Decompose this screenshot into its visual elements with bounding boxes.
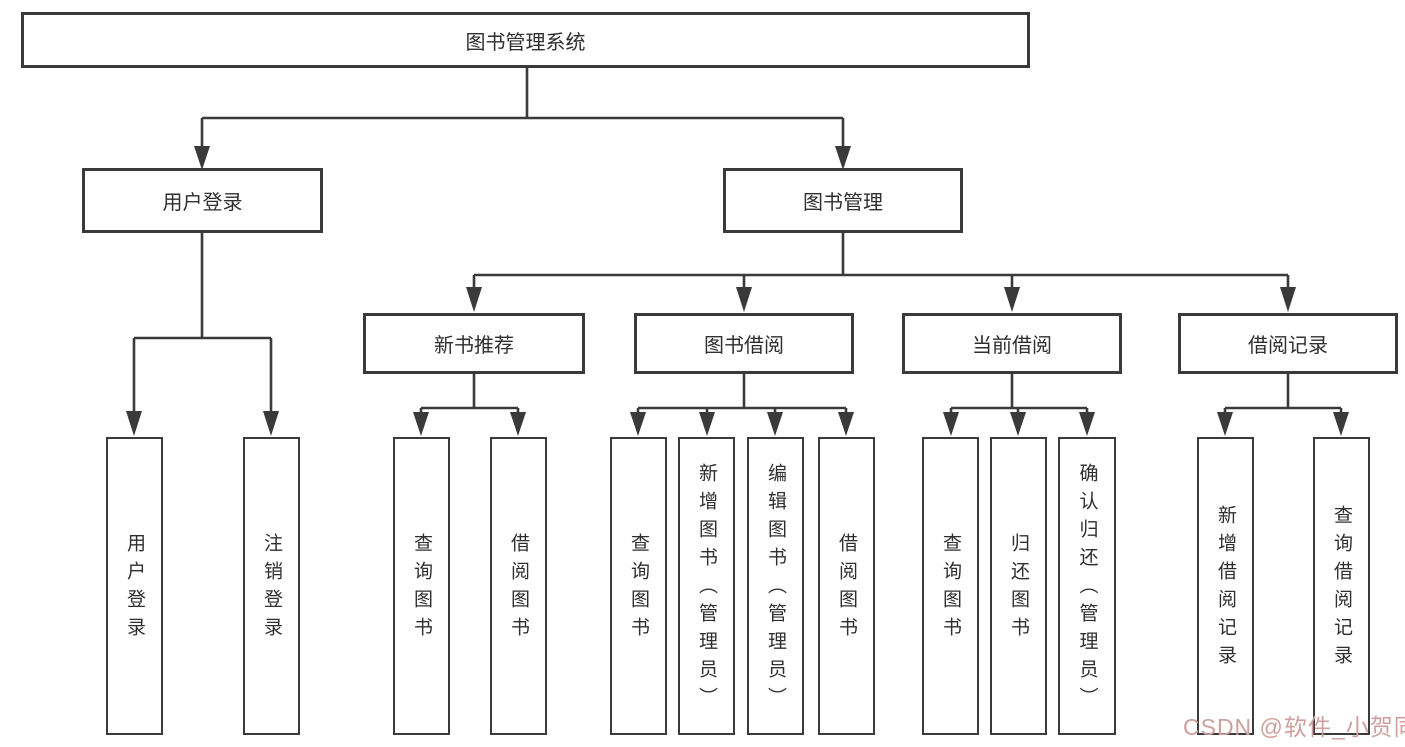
leaf-confirm-return-admin: 确认归还（管理员） bbox=[1058, 437, 1116, 735]
leaf-return-books: 归还图书 bbox=[990, 437, 1047, 735]
node-user-login: 用户登录 bbox=[82, 168, 323, 233]
leaf-query-borrow-record: 查询借阅记录 bbox=[1313, 437, 1370, 735]
leaf-add-borrow-record: 新增借阅记录 bbox=[1197, 437, 1254, 735]
leaf-query-books-recommend: 查询图书 bbox=[393, 437, 450, 735]
leaf-borrow-books-borrowing: 借阅图书 bbox=[818, 437, 875, 735]
node-current-borrowing: 当前借阅 bbox=[902, 313, 1122, 374]
node-library-management-system: 图书管理系统 bbox=[21, 12, 1030, 68]
leaf-query-books-borrowing: 查询图书 bbox=[610, 437, 667, 735]
leaf-add-books-admin: 新增图书（管理员） bbox=[678, 437, 735, 735]
node-book-borrowing: 图书借阅 bbox=[634, 313, 854, 374]
node-borrowing-records: 借阅记录 bbox=[1178, 313, 1398, 374]
node-book-management: 图书管理 bbox=[723, 168, 963, 233]
leaf-edit-books-admin: 编辑图书（管理员） bbox=[747, 437, 804, 735]
csdn-watermark: CSDN @软件_小贺同学 bbox=[1183, 714, 1405, 740]
node-new-book-recommendation: 新书推荐 bbox=[363, 313, 585, 374]
leaf-borrow-books-recommend: 借阅图书 bbox=[490, 437, 547, 735]
leaf-query-books-current: 查询图书 bbox=[922, 437, 979, 735]
leaf-logout-login: 注销登录 bbox=[243, 437, 300, 735]
leaf-user-login: 用户登录 bbox=[106, 437, 163, 735]
